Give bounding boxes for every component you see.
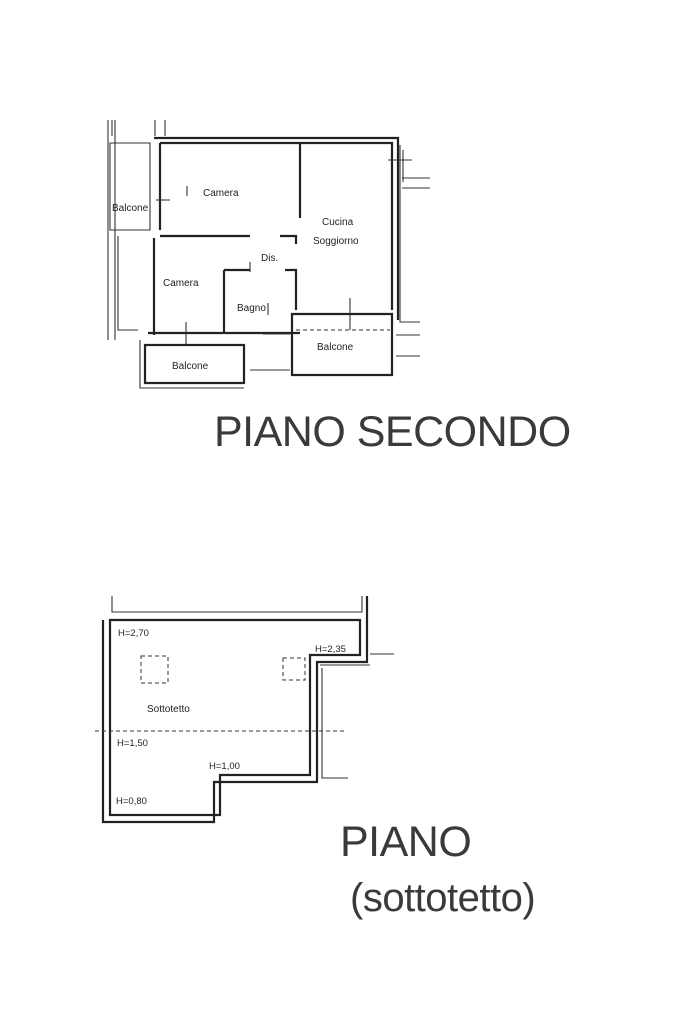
height-label-150: H=1,50 bbox=[117, 738, 148, 749]
room-label-bagno: Bagno bbox=[237, 303, 266, 314]
floor-title-piano-secondo: PIANO SECONDO bbox=[214, 408, 571, 456]
height-label-270: H=2,70 bbox=[118, 628, 149, 639]
second-floor-plan bbox=[107, 120, 430, 389]
balcony-bottom-outline bbox=[143, 343, 246, 385]
room-label-balcone-right: Balcone bbox=[317, 342, 354, 353]
height-label-080: H=0,80 bbox=[116, 796, 147, 807]
outer-wall bbox=[160, 141, 394, 310]
attic-plan bbox=[95, 596, 394, 824]
balcony-right-outline bbox=[290, 312, 394, 377]
height-label-100: H=1,00 bbox=[209, 761, 240, 772]
room-label-cucina: Cucina bbox=[322, 217, 354, 228]
floor-title-piano: PIANO bbox=[340, 818, 472, 866]
room-label-dis: Dis. bbox=[261, 253, 278, 264]
balcony-left-outline bbox=[109, 142, 151, 231]
room-label-sottotetto: Sottotetto bbox=[147, 704, 190, 715]
floor-title-sottotetto: (sottotetto) bbox=[350, 876, 536, 920]
attic-outer-wall bbox=[101, 596, 369, 824]
room-label-balcone-bottom: Balcone bbox=[172, 361, 209, 372]
room-label-soggiorno: Soggiorno bbox=[313, 236, 359, 247]
height-label-235: H=2,35 bbox=[315, 644, 346, 655]
skylight-left bbox=[140, 655, 169, 684]
skylight-right bbox=[282, 657, 306, 681]
room-label-balcone-left: Balcone bbox=[112, 203, 149, 214]
room-label-camera-top: Camera bbox=[203, 188, 239, 199]
room-label-camera-bottom: Camera bbox=[163, 278, 199, 289]
